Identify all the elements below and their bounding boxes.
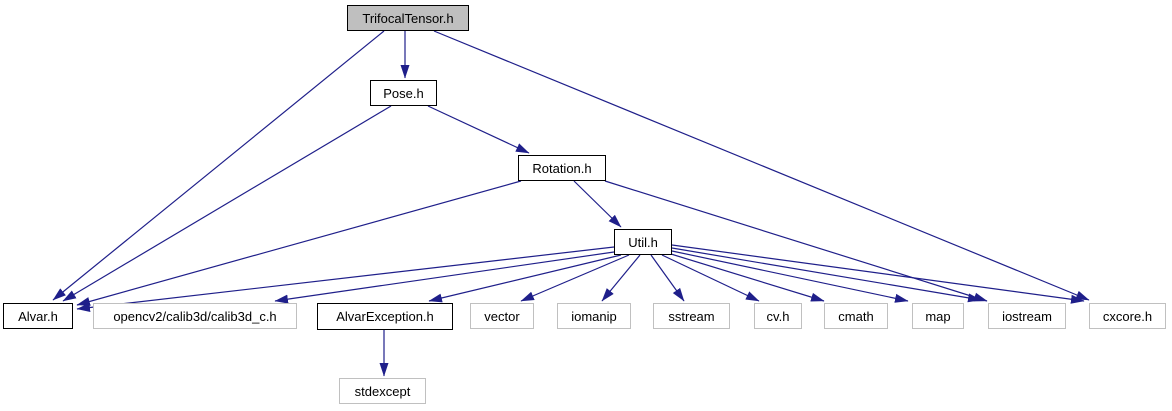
node-cxcore-h: cxcore.h [1089, 303, 1166, 329]
edge-rotation-to-util [573, 180, 622, 228]
edge-util-to-iomanip [601, 254, 641, 302]
edge-rotation-to-iostream [604, 180, 988, 302]
edge-util-to-opencv2-calib3d [274, 251, 615, 304]
edge-trifocaltensor-to-alvar [52, 30, 385, 301]
node-alvarexception-h[interactable]: AlvarException.h [317, 303, 453, 330]
node-cv-h: cv.h [754, 303, 802, 329]
edge-util-to-iostream [671, 247, 982, 303]
edge-pose-to-rotation [427, 105, 530, 154]
edge-util-to-cv [661, 254, 760, 302]
edge-util-to-cmath [670, 253, 825, 302]
node-iostream: iostream [988, 303, 1066, 329]
edge-util-to-map [671, 250, 909, 303]
node-stdexcept: stdexcept [339, 378, 426, 404]
node-alvar-h[interactable]: Alvar.h [3, 303, 73, 329]
node-vector: vector [470, 303, 534, 329]
edge-util-to-vector [520, 254, 630, 302]
node-trifocaltensor-h: TrifocalTensor.h [347, 5, 469, 31]
edge-util-to-alvar [76, 246, 615, 312]
node-util-h[interactable]: Util.h [614, 229, 672, 255]
node-rotation-h[interactable]: Rotation.h [518, 155, 606, 181]
edge-trifocaltensor-to-cxcore [433, 30, 1090, 301]
edge-pose-to-alvar [62, 105, 392, 302]
node-pose-h[interactable]: Pose.h [370, 80, 437, 106]
edge-util-to-alvarexception [428, 254, 622, 303]
node-sstream: sstream [653, 303, 730, 329]
edge-rotation-to-alvar [76, 180, 522, 306]
node-iomanip: iomanip [557, 303, 631, 329]
node-cmath: cmath [824, 303, 888, 329]
edge-util-to-sstream [650, 254, 685, 302]
edge-util-to-cxcore [671, 244, 1085, 304]
node-map: map [912, 303, 964, 329]
node-opencv2-calib3d-c-h: opencv2/calib3d/calib3d_c.h [93, 303, 297, 329]
